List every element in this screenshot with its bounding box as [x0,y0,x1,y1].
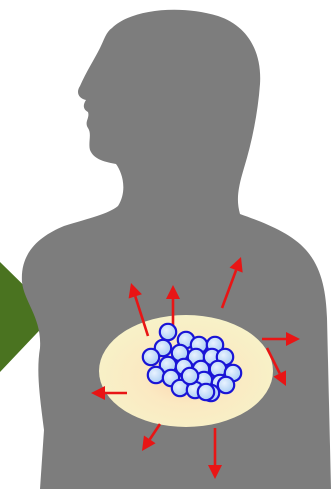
cell-1 [160,324,176,340]
cell-24 [182,368,198,384]
cell-16 [148,367,164,383]
cell-26 [218,377,234,393]
cell-10 [143,349,159,365]
cell-25 [198,384,214,400]
